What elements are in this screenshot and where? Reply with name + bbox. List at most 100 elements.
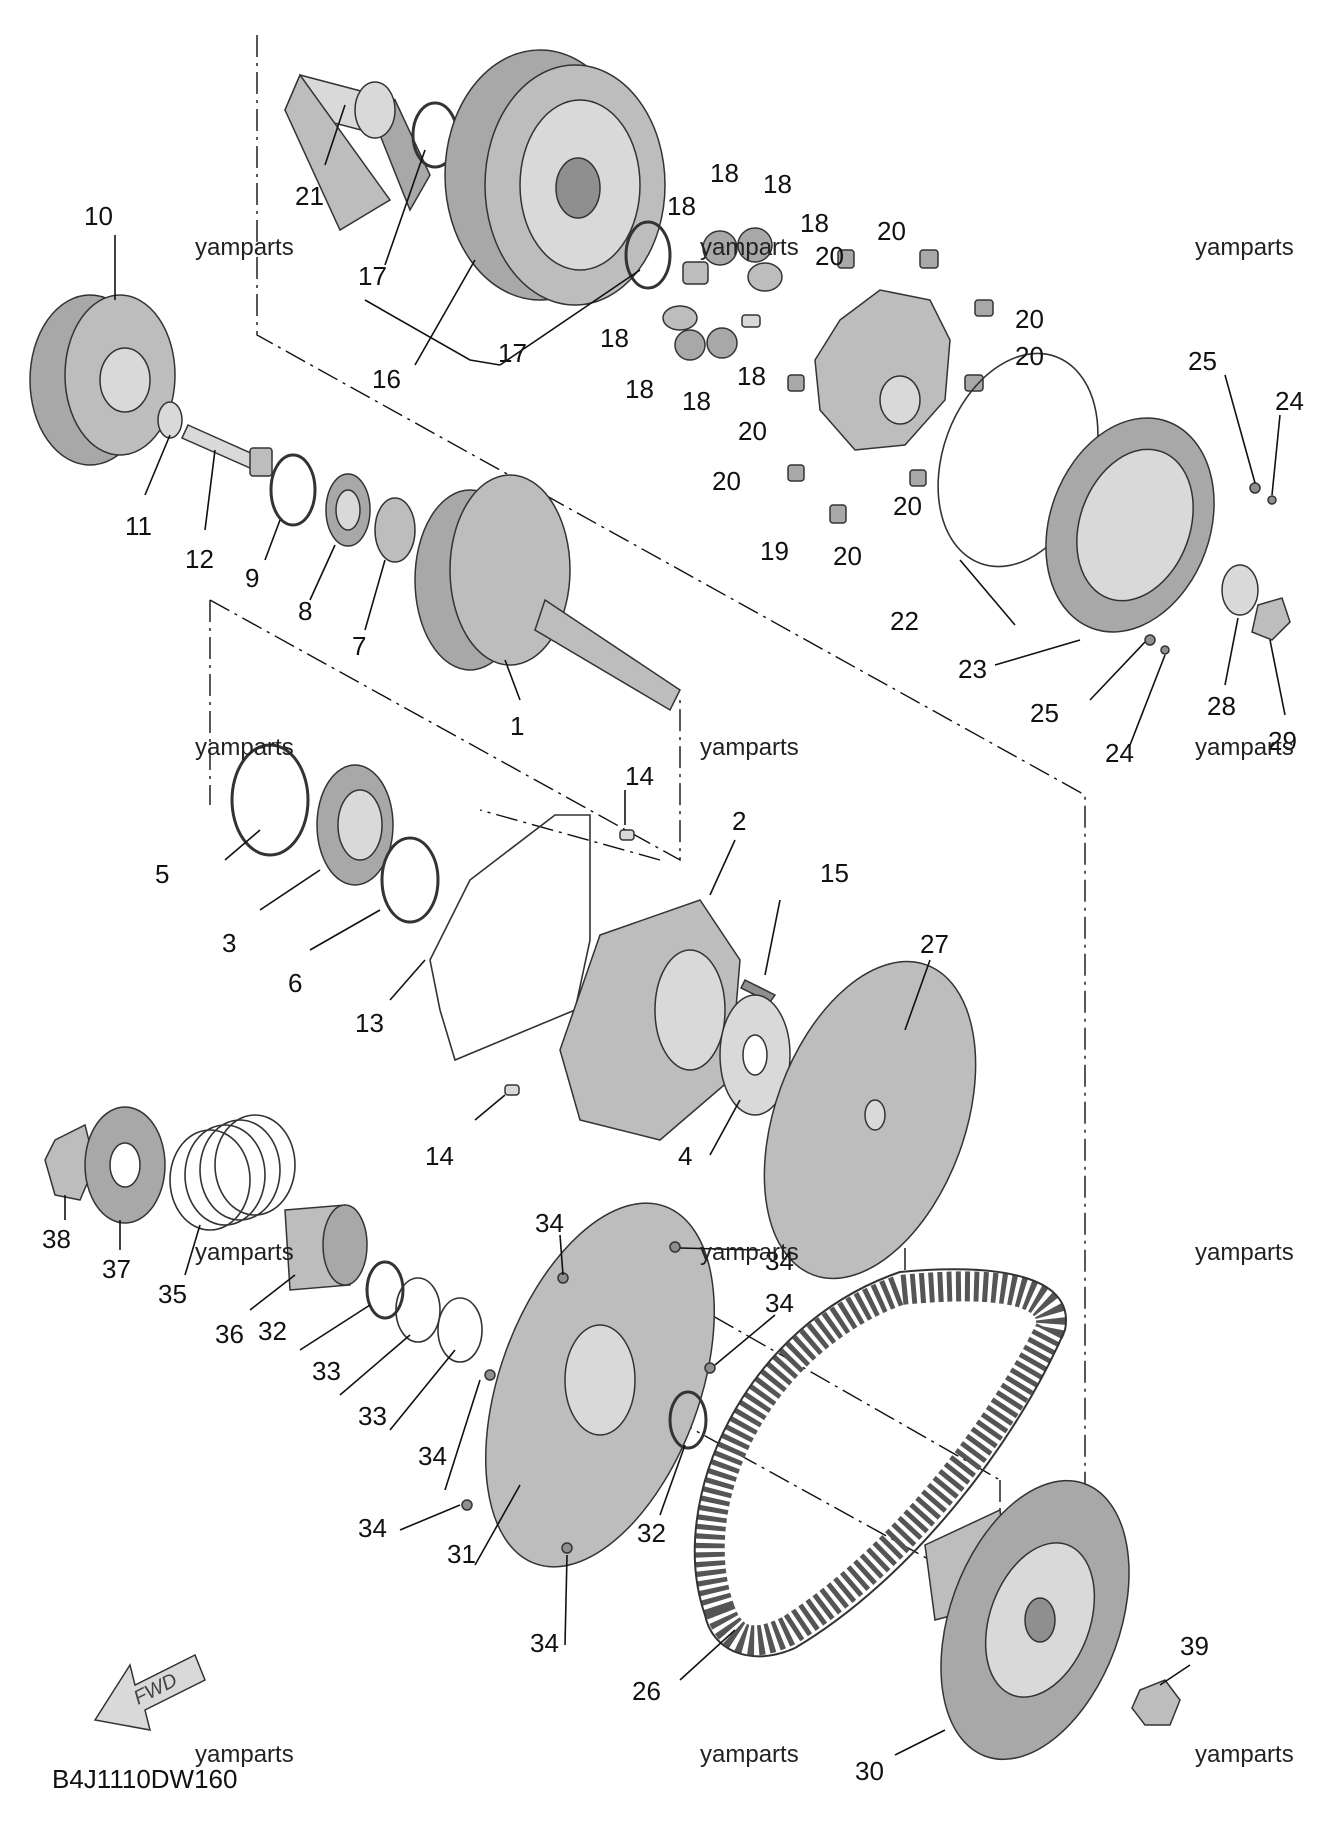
watermark: yamparts: [195, 1239, 294, 1266]
callout-25-a: 25: [1188, 346, 1217, 376]
callout-15: 15: [820, 858, 849, 888]
callout-35: 35: [158, 1279, 187, 1309]
watermarks: yamparts yamparts yamparts yamparts yamp…: [195, 234, 1294, 1768]
part-28-washer: [1221, 564, 1259, 616]
part-26-belt: [693, 1268, 1067, 1658]
callout-28: 28: [1207, 691, 1236, 721]
callout-34-b: 34: [765, 1246, 794, 1276]
callout-17-a: 17: [358, 261, 387, 291]
part-23-cover: [1045, 417, 1215, 633]
callout-37: 37: [102, 1254, 131, 1284]
part-19-holder: [814, 289, 951, 451]
watermark: yamparts: [700, 1741, 799, 1768]
callout-7: 7: [352, 631, 366, 661]
callout-36: 36: [215, 1319, 244, 1349]
watermark: yamparts: [700, 734, 799, 761]
part-5-circlip: [230, 743, 310, 857]
callout-14-a: 14: [625, 761, 654, 791]
callout-20-b: 20: [815, 241, 844, 271]
callout-18-g: 18: [625, 374, 654, 404]
callout-9: 9: [245, 563, 259, 593]
callout-20-d: 20: [1015, 341, 1044, 371]
callout-18-d: 18: [800, 208, 829, 238]
callout-3: 3: [222, 928, 236, 958]
part-21-sleeve: [283, 73, 431, 232]
callout-34-a: 34: [535, 1208, 564, 1238]
diagram-code: B4J1110DW160: [52, 1764, 237, 1794]
callout-6: 6: [288, 968, 302, 998]
callout-39: 39: [1180, 1631, 1209, 1661]
part-20-sliders: [787, 249, 994, 524]
callout-13: 13: [355, 1008, 384, 1038]
callout-17-b: 17: [498, 338, 527, 368]
callout-27: 27: [920, 929, 949, 959]
callout-10: 10: [84, 201, 113, 231]
callout-18-a: 18: [710, 158, 739, 188]
callout-33-b: 33: [358, 1401, 387, 1431]
callout-31: 31: [447, 1539, 476, 1569]
part-33-o-ring-a: [395, 1277, 441, 1343]
callout-18-f: 18: [737, 361, 766, 391]
callout-labels: 1 2 3 4 5 6 7 8 9 10 11 12 13 14 14 15 1…: [42, 158, 1304, 1786]
fwd-arrow-icon: FWD: [93, 1653, 206, 1731]
part-11-washer: [157, 401, 183, 439]
callout-23: 23: [958, 654, 987, 684]
callout-26: 26: [632, 1676, 661, 1706]
part-13-gasket: [429, 814, 591, 1062]
part-35-spring: [169, 1114, 296, 1231]
part-18-rollers: [662, 227, 783, 361]
part-34-screws: [461, 1241, 716, 1554]
watermark: yamparts: [1195, 234, 1294, 261]
part-30-secondary-sheave: [924, 1479, 1130, 1761]
part-6-circlip: [380, 836, 440, 924]
callout-25-b: 25: [1030, 698, 1059, 728]
callout-32-a: 32: [258, 1316, 287, 1346]
callout-34-d: 34: [418, 1441, 447, 1471]
callout-18-c: 18: [667, 191, 696, 221]
callout-14-b: 14: [425, 1141, 454, 1171]
part-17-ring-b: [624, 220, 672, 290]
callout-20-h: 20: [833, 541, 862, 571]
part-27-fixed-sheave: [763, 960, 977, 1280]
callout-4: 4: [678, 1141, 692, 1171]
part-29-nut: [1251, 597, 1291, 641]
callout-5: 5: [155, 859, 169, 889]
callout-30: 30: [855, 1756, 884, 1786]
callout-11: 11: [125, 511, 152, 541]
watermark: yamparts: [1195, 734, 1294, 761]
parts: FWD: [29, 49, 1291, 1761]
part-14-dowel-b: [504, 1084, 520, 1096]
callout-24-a: 24: [1275, 386, 1304, 416]
callout-22: 22: [890, 606, 919, 636]
watermark: yamparts: [1195, 1741, 1294, 1768]
callout-20-f: 20: [712, 466, 741, 496]
part-38-nut: [44, 1123, 96, 1201]
callout-8: 8: [298, 596, 312, 626]
callout-20-a: 20: [877, 216, 906, 246]
watermark: yamparts: [195, 734, 294, 761]
callout-32-b: 32: [637, 1518, 666, 1548]
watermark: yamparts: [1195, 1239, 1294, 1266]
callout-29: 29: [1268, 726, 1297, 756]
callout-18-b: 18: [763, 169, 792, 199]
callout-18-h: 18: [682, 386, 711, 416]
part-12-bolt: [180, 424, 273, 477]
part-36-collar: [284, 1204, 368, 1291]
part-31-movable-sheave: [484, 1202, 716, 1568]
callout-1: 1: [510, 711, 524, 741]
part-39-nut: [1131, 1679, 1181, 1726]
watermark: yamparts: [700, 234, 799, 261]
callout-38: 38: [42, 1224, 71, 1254]
part-32-ring-b: [668, 1390, 708, 1450]
part-33-o-ring-b: [437, 1297, 483, 1363]
callout-19: 19: [760, 536, 789, 566]
part-1-clutch-shaft: [414, 474, 681, 712]
callout-16: 16: [372, 364, 401, 394]
watermark: yamparts: [700, 1239, 799, 1266]
part-7-sleeve: [374, 497, 416, 563]
callout-12: 12: [185, 544, 214, 574]
callout-34-e: 34: [358, 1513, 387, 1543]
part-9-ring: [269, 453, 317, 527]
callout-20-c: 20: [1015, 304, 1044, 334]
